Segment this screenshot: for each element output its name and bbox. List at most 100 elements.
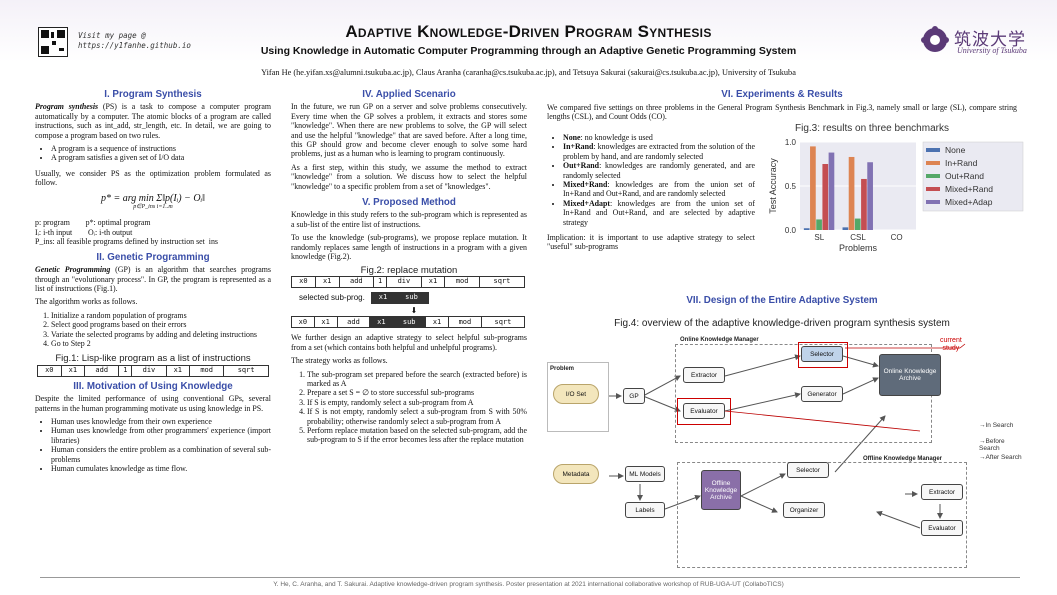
instruction-cell: x0 [37, 364, 62, 377]
setting-desc: : knowledges are extracted from the solu… [563, 142, 755, 161]
setting-name: Mixed+Adapt [563, 198, 611, 208]
paragraph: In the future, we run GP on a server and… [291, 102, 527, 159]
online-manager-label: Online Knowledge Manager [680, 337, 759, 343]
instruction-cell: x0 [291, 316, 315, 329]
implication: Implication: it is important to use adap… [547, 233, 755, 252]
paragraph: Program synthesis (PS) is a task to comp… [35, 102, 271, 140]
instruction-cell: mod [189, 364, 225, 377]
instruction-cell: add [336, 316, 371, 329]
list-item: Out+Rand: knowledges are randomly genera… [563, 161, 755, 180]
instruction-cell: x1 [165, 364, 191, 377]
setting-name: Mixed+Rand [563, 180, 608, 190]
instruction-cell: x1 [369, 316, 394, 329]
section-heading: VI. Experiments & Results [721, 89, 843, 100]
list-item: A program satisfies a given set of I/O d… [51, 153, 271, 162]
figure-caption: Fig.4: overview of the adaptive knowledg… [614, 318, 950, 329]
list-item: Variate the selected programs by adding … [51, 330, 271, 339]
list-item: None: no knowledge is used [563, 133, 755, 142]
formula-sub: p∈P_ins i=1..m [133, 204, 173, 211]
paragraph: As a first step, within this study, we a… [291, 162, 527, 191]
list-item: Select good programs based on their erro… [51, 320, 271, 329]
footer-citation: Y. He, C. Aranha, and T. Sakurai. Adapti… [273, 581, 784, 588]
generator-node: Generator [801, 386, 843, 402]
list-item: Perform replace mutation based on the se… [307, 426, 527, 445]
current-study-highlight [677, 398, 731, 425]
formula: p* = arg min Σ‖p(Iᵢ) − Oᵢ‖ [35, 192, 271, 204]
section-heading: IV. Applied Scenario [362, 89, 456, 100]
experiments-intro: We compared five settings on three probl… [547, 103, 1017, 122]
term: Program synthesis [35, 102, 99, 112]
instruction-cell: 1 [118, 364, 133, 377]
offline-archive-node: Offline Knowledge Archive [701, 470, 741, 510]
list-item: Human considers the entire problem as a … [51, 445, 271, 464]
current-study-pointer [724, 410, 921, 432]
instruction-cell: mod [447, 316, 482, 329]
list-item: If S is empty, randomly select a sub-pro… [307, 398, 527, 407]
bullet-list: A program is a sequence of instructions … [35, 144, 271, 163]
setting-desc: : knowledges are from the union set of I… [563, 180, 755, 199]
legend-before-search: →Before Search [979, 438, 1005, 452]
legend-label: Mixed+Adap [945, 197, 993, 207]
column-3-text: VI. Experiments & Results [547, 89, 842, 102]
list-item: Human uses knowledge from other programm… [51, 426, 271, 445]
problem-label: Problem [550, 366, 575, 372]
io-set-node: I/O Set [553, 384, 599, 404]
setting-desc: : knowledges are randomly generated, and… [563, 161, 755, 180]
list-item: The sub-program set prepared before the … [307, 370, 527, 389]
instruction-cell: sqrt [480, 316, 526, 329]
instruction-cell: x1 [313, 316, 338, 329]
organizer-node: Organizer [783, 502, 825, 518]
instruction-cell: x0 [291, 275, 316, 288]
bar [810, 146, 816, 230]
column-1: I. Program Synthesis Program synthesis (… [35, 89, 271, 479]
evaluator2-node: Evaluator [921, 520, 963, 536]
definition: Iᵢ: i-th input Oᵢ: i-th output [35, 227, 133, 237]
poster-title: Adaptive Knowledge-Driven Program Synthe… [345, 22, 712, 41]
offline-manager-label: Offline Knowledge Manager [863, 456, 943, 462]
homepage-link[interactable]: Visit my page @ https://y1fanhe.github.i… [78, 31, 191, 51]
chart-title: Fig.3: results on three benchmarks [795, 123, 949, 134]
legend-label: Out+Rand [945, 171, 984, 181]
figure-caption: Fig.1: Lisp-like program as a list of in… [55, 353, 251, 365]
list-item: A program is a sequence of instructions [51, 144, 271, 153]
selector2-node: Selector [787, 462, 829, 478]
list-item: Human cumulates knowledge as time flow. [51, 464, 271, 473]
list-item: Initialize a random population of progra… [51, 311, 271, 320]
list-item: Prepare a set S = ∅ to store successful … [307, 388, 527, 397]
setting-desc: : no knowledge is used [580, 133, 653, 142]
bullet-list: Human uses knowledge from their own expe… [35, 417, 271, 473]
paragraph: To use the knowledge (sub-programs), we … [291, 233, 527, 262]
university-logo-en: University of Tsukuba [957, 46, 1027, 55]
extractor2-node: Extractor [921, 484, 963, 500]
bar [861, 178, 867, 230]
instruction-cell: add [338, 275, 375, 288]
instruction-cell: div [386, 275, 422, 288]
fig2-original-program: x0 x1 add 1 div x1 mod sqrt [291, 275, 526, 288]
extractor-node: Extractor [683, 367, 725, 383]
y-tick-label: 0.0 [785, 226, 797, 235]
qr-code-icon[interactable] [38, 27, 68, 57]
figure-caption: Fig.2: replace mutation [360, 264, 458, 276]
definition: p: program p*: optimal program [35, 218, 151, 228]
legend-label: In+Rand [945, 158, 978, 168]
bar [854, 218, 861, 230]
bar [816, 219, 822, 230]
sub-program-label: selected sub-prog. [299, 293, 365, 303]
gp-node: GP [623, 388, 645, 404]
paragraph: The algorithm works as follows. [35, 297, 138, 307]
visit-url: https://y1fanhe.github.io [78, 41, 191, 50]
labels-node: Labels [625, 502, 665, 518]
section-heading: III. Motivation of Using Knowledge [73, 380, 233, 392]
formula-text: p* = arg min Σ‖p(Iᵢ) − Oᵢ‖ [101, 192, 205, 204]
down-arrow-icon: ⬇ [410, 305, 418, 315]
x-tick-label: SL [814, 233, 824, 242]
legend-label: None [945, 145, 966, 155]
paragraph: Knowledge in this study refers to the su… [291, 210, 527, 229]
current-study-label: current study [940, 337, 962, 352]
instruction-cell: 1 [373, 275, 388, 288]
setting-name: In+Rand [563, 142, 594, 152]
text: (GP) is an algorithm that searches progr… [35, 265, 271, 293]
university-logo-jp: 筑波大学 [954, 30, 1026, 50]
bar [842, 227, 849, 230]
online-archive-node: Online Knowledge Archive [879, 354, 941, 396]
